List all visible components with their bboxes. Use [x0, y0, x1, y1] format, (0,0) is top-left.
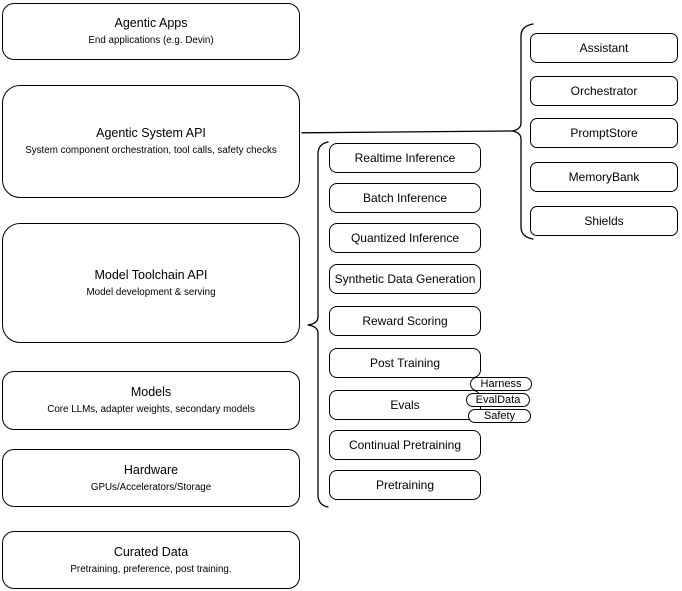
node-subtitle: Pretraining, preference, post training.: [70, 563, 232, 575]
api-to-right-column-connector-line: [301, 130, 513, 134]
node-title: Agentic Apps: [114, 16, 188, 30]
node-evals: Evals: [329, 390, 481, 420]
node-shields: Shields: [530, 206, 678, 236]
node-realtime-inference: Realtime Inference: [329, 143, 481, 173]
node-label: Orchestrator: [570, 83, 638, 98]
middle-column-curly-brace: [307, 141, 329, 508]
node-model-toolchain-api: Model Toolchain API Model development & …: [2, 223, 300, 343]
node-batch-inference: Batch Inference: [329, 183, 481, 213]
node-agentic-apps: Agentic Apps End applications (e.g. Devi…: [2, 3, 300, 60]
node-agentic-system-api: Agentic System API System component orch…: [2, 85, 300, 198]
node-title: Curated Data: [113, 544, 189, 559]
node-title: Agentic System API: [96, 126, 206, 140]
node-memorybank: MemoryBank: [530, 162, 678, 192]
node-label: Shields: [584, 213, 624, 228]
node-title: Hardware: [123, 462, 179, 477]
node-subtitle: End applications (e.g. Devin): [88, 35, 214, 46]
node-label: Quantized Inference: [350, 230, 460, 245]
node-quantized-inference: Quantized Inference: [329, 223, 481, 253]
node-label: Evals: [390, 397, 420, 412]
node-label: PromptStore: [570, 125, 638, 140]
tag-label: Safety: [483, 410, 516, 422]
node-orchestrator: Orchestrator: [530, 76, 678, 106]
node-title: Models: [130, 385, 172, 399]
node-label: Pretraining: [375, 477, 435, 492]
node-subtitle: GPUs/Accelerators/Storage: [90, 481, 212, 493]
node-label: MemoryBank: [568, 169, 640, 184]
node-curated-data: Curated Data Pretraining, preference, po…: [2, 531, 300, 589]
node-label: Synthetic Data Generation: [334, 271, 476, 286]
node-label: Batch Inference: [362, 190, 448, 205]
node-continual-pretraining: Continual Pretraining: [329, 430, 481, 460]
node-label: Post Training: [369, 355, 441, 370]
node-title: Model Toolchain API: [94, 267, 208, 282]
tag-evaldata: EvalData: [466, 393, 530, 407]
node-subtitle: System component orchestration, tool cal…: [25, 145, 277, 156]
node-synthetic-data-generation: Synthetic Data Generation: [329, 264, 481, 294]
node-pretraining: Pretraining: [329, 470, 481, 500]
tag-label: EvalData: [475, 394, 521, 406]
node-subtitle: Core LLMs, adapter weights, secondary mo…: [47, 404, 255, 415]
node-models: Models Core LLMs, adapter weights, secon…: [2, 371, 300, 430]
tag-safety: Safety: [468, 409, 531, 423]
node-label: Continual Pretraining: [348, 437, 462, 452]
node-reward-scoring: Reward Scoring: [329, 306, 481, 336]
node-hardware: Hardware GPUs/Accelerators/Storage: [2, 449, 300, 507]
node-label: Reward Scoring: [362, 313, 448, 328]
node-promptstore: PromptStore: [530, 118, 678, 148]
tag-label: Harness: [480, 378, 522, 390]
node-assistant: Assistant: [530, 33, 678, 63]
node-label: Assistant: [579, 40, 629, 55]
node-subtitle: Model development & serving: [86, 286, 216, 298]
tag-harness: Harness: [470, 377, 532, 391]
node-label: Realtime Inference: [354, 150, 456, 165]
node-post-training: Post Training: [329, 348, 481, 378]
